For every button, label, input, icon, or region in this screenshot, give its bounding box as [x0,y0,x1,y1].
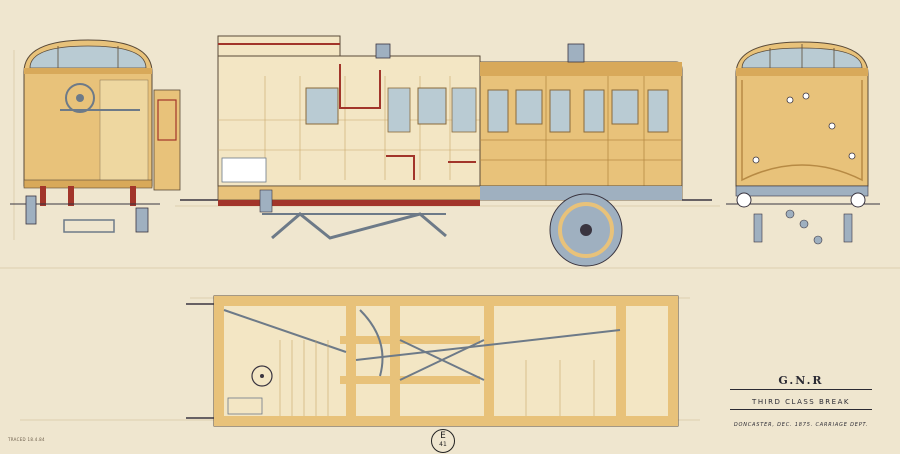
archive-stamp: E 41 [431,429,455,453]
place-date: DONCASTER, DEC. 1875. CARRIAGE DEPT. [733,422,869,428]
end-elevation-right [726,41,880,245]
drawing-title: THIRD CLASS BREAK [752,398,850,406]
company-name: G.N.R [778,374,824,387]
margin-note: TRACED 18.4.84 [8,437,45,442]
title-rule-lower [730,409,872,410]
side-elevation [180,35,712,267]
stamp-number: 41 [439,441,447,448]
stamp-letter: E [440,431,446,441]
title-block: G.N.R THIRD CLASS BREAK DONCASTER, DEC. … [726,374,876,428]
underframe-plan [186,295,679,427]
title-rule [730,389,872,390]
end-elevation-left [10,39,181,233]
